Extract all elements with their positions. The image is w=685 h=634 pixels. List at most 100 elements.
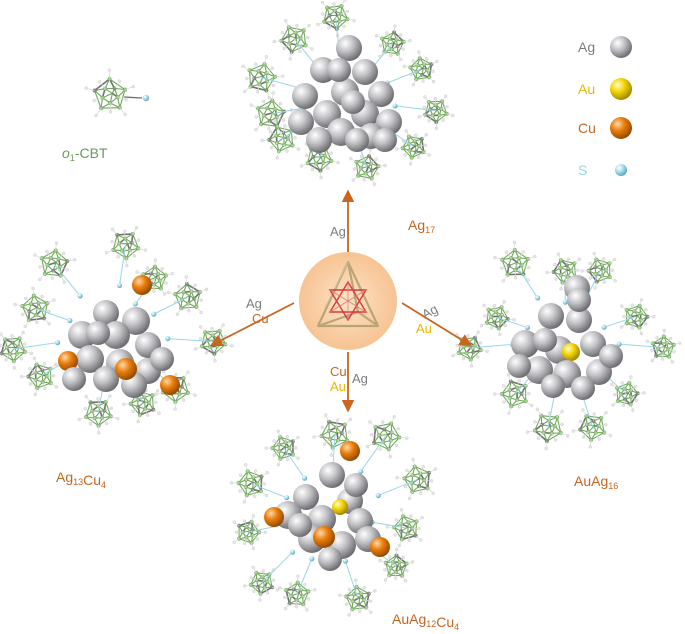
legend-sphere-au <box>610 78 632 100</box>
auag12cu4-carborane <box>312 413 356 457</box>
auag16-ligand-shell <box>451 240 682 451</box>
ag-atom <box>533 328 557 352</box>
ag-atom <box>319 462 345 488</box>
ag-atom <box>571 376 595 400</box>
ag-atom <box>373 128 397 152</box>
ag17-ligand-shell <box>241 0 455 186</box>
ag-atom <box>122 307 150 335</box>
star-polyhedron <box>328 280 368 322</box>
ag-atom <box>62 367 86 391</box>
cu-atom <box>58 351 78 371</box>
ag-atom <box>93 300 119 326</box>
s-atom <box>301 475 308 481</box>
auag16-carborane <box>645 328 682 364</box>
s-atom <box>375 492 381 499</box>
legend-sphere-ag <box>610 36 632 58</box>
ag-atom <box>345 128 369 152</box>
arrow-down-label-au: Au <box>330 379 346 394</box>
carborane-ligands <box>0 0 682 617</box>
ag17-metal-core <box>261 16 436 168</box>
ag-atom <box>368 81 394 107</box>
s-atom <box>358 468 364 475</box>
ag13cu4-carborane <box>166 275 209 317</box>
ag13cu4-carborane <box>104 226 148 268</box>
legend-label-au: Au <box>578 81 595 97</box>
free-carborane-cage <box>84 68 135 118</box>
ag13cu4-carborane <box>122 383 161 424</box>
s-atom <box>54 340 61 346</box>
ag13cu4-ligand-shell <box>0 226 234 435</box>
ag-atom <box>76 345 104 373</box>
reaction-arrows <box>209 189 473 413</box>
cu-atom <box>340 441 360 461</box>
auag12cu4-carborane <box>395 457 438 501</box>
ag-atom <box>318 547 342 571</box>
arrow-down-label-ag: Ag <box>352 371 368 386</box>
ag13cu4-carborane <box>0 330 34 370</box>
cluster-label-auag12cu4: AuAg12Cu4 <box>392 611 459 632</box>
legend-sphere-cu <box>610 117 632 139</box>
ag-atom <box>86 321 110 345</box>
arrow-right-label-au: Au <box>416 321 432 336</box>
ag-atom <box>511 330 539 358</box>
ag-atom <box>344 473 368 497</box>
ag17-carborane <box>316 0 356 38</box>
ag-atom <box>566 307 592 333</box>
ag-atom <box>288 513 312 537</box>
s-atom <box>151 311 157 317</box>
ag13cu4-carborane <box>154 370 197 411</box>
free-ligand-s-atom <box>142 94 150 102</box>
ag17-carborane <box>402 50 439 87</box>
s-atom <box>309 556 315 562</box>
auag16-carborane <box>610 375 646 412</box>
cu-atom <box>264 507 284 527</box>
auag12cu4-carborane <box>338 578 377 617</box>
arrow-left <box>209 302 295 347</box>
ag17-carborane <box>349 147 387 186</box>
s-atom <box>289 549 296 555</box>
ag-atom <box>293 484 319 510</box>
auag12cu4-carborane <box>229 463 269 504</box>
ag-atom <box>102 321 130 349</box>
ag-atom <box>580 331 606 357</box>
metal-cores <box>12 16 664 599</box>
cu-atom <box>370 537 390 557</box>
ag-atom <box>341 90 365 114</box>
auag12cu4-carborane <box>378 547 415 583</box>
cu-atom <box>160 375 180 395</box>
ag-atom <box>150 347 174 371</box>
ag-atom <box>567 288 591 312</box>
ag17-carborane <box>249 91 294 135</box>
cluster-label-ag13cu4: Ag13Cu4 <box>56 469 106 490</box>
arrow-left-label-ag: Ag <box>246 296 262 311</box>
au-atom <box>562 343 580 361</box>
ag-atom <box>327 58 351 82</box>
arrow-left-label-cu: Cu <box>252 311 269 326</box>
s-atom <box>524 324 531 331</box>
ag13cu4-carborane <box>13 286 56 329</box>
cu-atom <box>313 526 335 548</box>
arrow-right <box>401 302 473 347</box>
s-atom <box>534 295 541 301</box>
legend-label-cu: Cu <box>578 120 596 136</box>
s-atom <box>67 317 73 324</box>
cu-atom <box>115 358 137 380</box>
ag17-carborane <box>241 55 285 100</box>
s-atom <box>342 558 349 564</box>
ag13cu4-carborane <box>19 356 59 397</box>
ag-atom <box>93 366 119 392</box>
auag12cu4-ligand-shell <box>229 413 438 617</box>
auag16-carborane <box>525 407 570 451</box>
auag16-carborane <box>493 240 537 283</box>
auag12cu4-metal-core <box>247 434 418 599</box>
ag-atom <box>541 374 565 398</box>
ag17-carborane <box>417 94 455 130</box>
ag-atom <box>538 303 564 329</box>
auag12cu4-carborane <box>278 574 317 612</box>
s-atom <box>562 299 568 305</box>
s-atom <box>132 301 138 307</box>
s-atom <box>165 335 171 342</box>
cluster-label-auag16: AuAg16 <box>574 473 618 491</box>
